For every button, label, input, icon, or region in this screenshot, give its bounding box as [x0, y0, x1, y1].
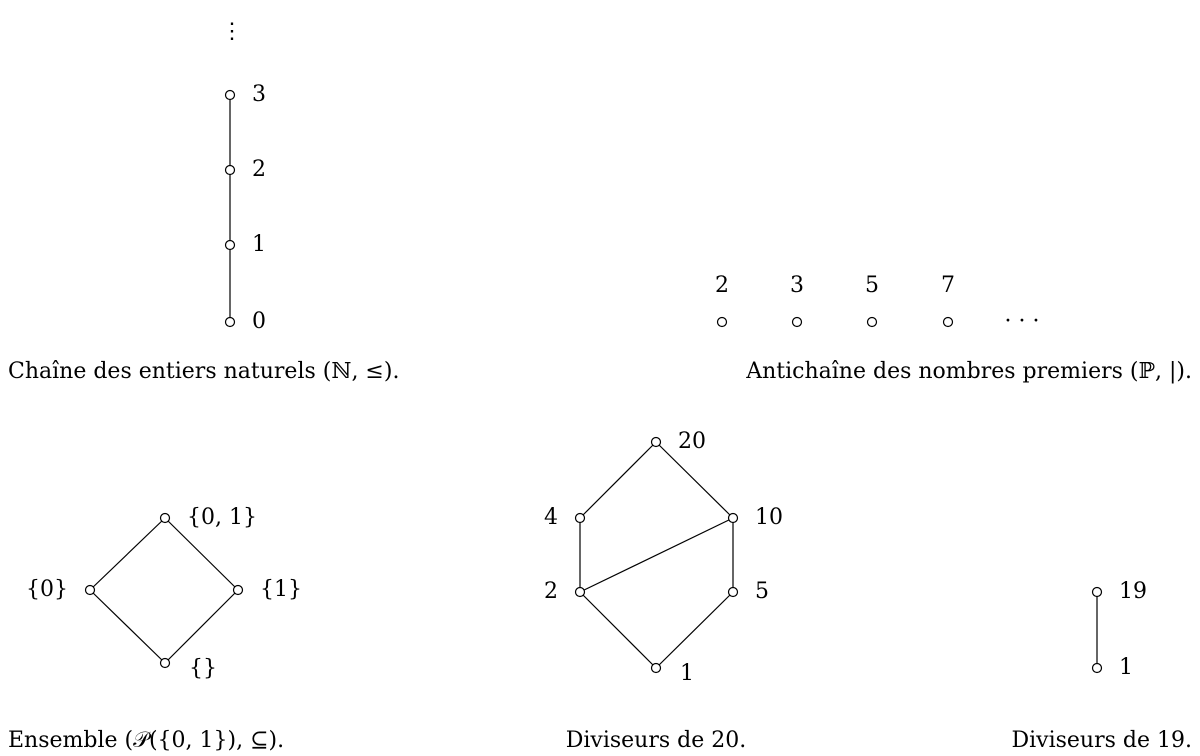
node-0 [224, 316, 236, 328]
node-label-1: 1 [680, 661, 694, 686]
caption-primes: Antichaîne des nombres premiers (ℙ, |). [745, 359, 1192, 384]
edge-1-5 [655, 591, 734, 669]
node-label-3: 3 [790, 273, 804, 298]
node-7 [942, 316, 954, 328]
node-10 [727, 512, 739, 524]
figure-primes: 2 3 5 7 · · · Antichaîne des nombres premiers… [715, 273, 1192, 384]
node-label-2: 2 [544, 579, 558, 604]
node-3 [224, 89, 236, 101]
ellipsis: ⋮ [221, 19, 243, 44]
node-1 [650, 662, 662, 674]
edge-2-10 [579, 517, 734, 593]
edge-10-20 [655, 441, 734, 519]
caption-div20: Diviseurs de 20. [566, 728, 747, 753]
edge-0-01 [89, 517, 166, 591]
node-1 [232, 584, 244, 596]
edge-empty-0 [89, 589, 166, 664]
edge-4-20 [579, 441, 657, 519]
node-1 [1091, 662, 1103, 674]
node-label-5: 5 [865, 273, 879, 298]
node-label-1: 1 [1119, 655, 1133, 680]
node-1 [224, 239, 236, 251]
node-3 [791, 316, 803, 328]
caption-naturals: Chaîne des entiers naturels (ℕ, ≤). [8, 359, 399, 384]
node-label-4: 4 [544, 505, 558, 530]
figure-naturals: 3 2 1 0 ⋮ Chaîne des entiers naturels (ℕ, ≤). [8, 19, 399, 384]
node-label-1: 1 [252, 232, 266, 257]
node-label-5: 5 [755, 579, 769, 604]
node-label-empty: {} [189, 656, 217, 681]
caption-div19: Diviseurs de 19. [1011, 728, 1192, 753]
node-label-0: {0} [26, 577, 68, 602]
node-2 [224, 164, 236, 176]
node-label-3: 3 [252, 82, 266, 107]
node-label-2: 2 [715, 273, 729, 298]
node-01 [159, 512, 171, 524]
edge-1-01 [164, 517, 239, 591]
edge-empty-1 [164, 589, 239, 664]
node-2 [716, 316, 728, 328]
node-19 [1091, 586, 1103, 598]
edge-1-2 [579, 591, 657, 669]
node-label-1: {1} [260, 577, 302, 602]
node-20 [650, 436, 662, 448]
node-label-19: 19 [1119, 579, 1147, 604]
node-empty [159, 657, 171, 669]
node-5 [727, 586, 739, 598]
node-2 [574, 586, 586, 598]
node-label-10: 10 [755, 505, 783, 530]
node-label-01: {0, 1} [187, 505, 257, 530]
node-5 [866, 316, 878, 328]
node-label-0: 0 [252, 309, 266, 334]
node-label-2: 2 [252, 157, 266, 182]
node-4 [574, 512, 586, 524]
ellipsis: · · · [1005, 309, 1040, 334]
node-label-7: 7 [941, 273, 955, 298]
figure-powerset: {0, 1} {0} {1} {} Ensemble (𝒫({0, 1}), ⊆). [8, 505, 302, 753]
node-0 [84, 584, 96, 596]
caption-powerset: Ensemble (𝒫({0, 1}), ⊆). [8, 728, 284, 753]
node-label-20: 20 [678, 429, 706, 454]
